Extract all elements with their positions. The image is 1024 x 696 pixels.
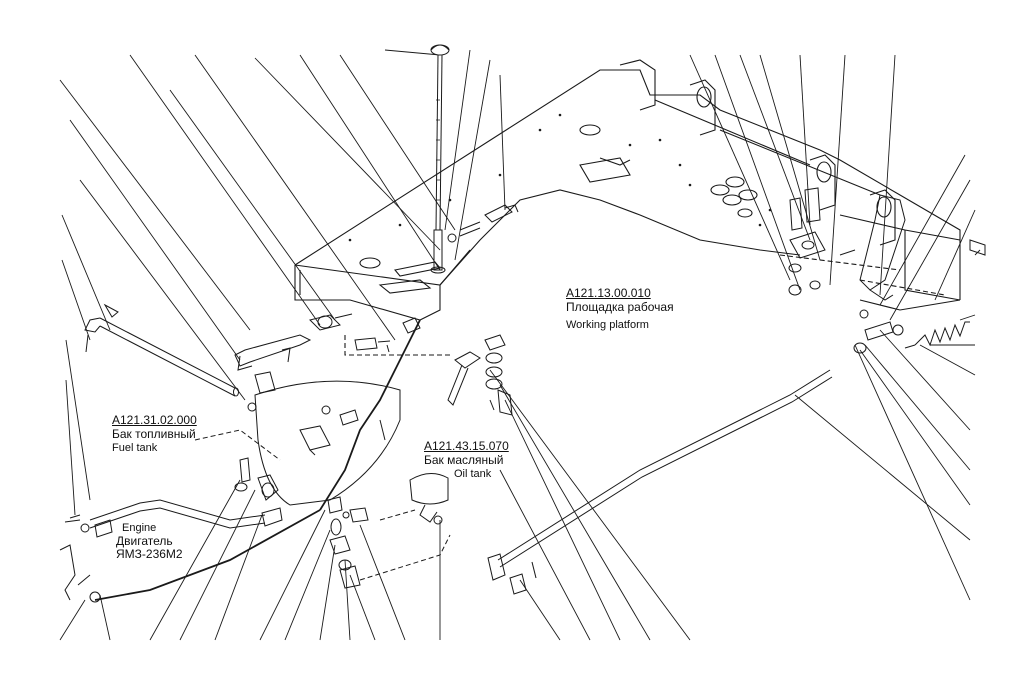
throttle-cable [94,319,421,601]
left-lever-arm [234,313,353,412]
oil-tank-outline [359,473,451,581]
oil-tank-code: A121.43.15.070 [424,439,509,453]
long-diagonal-rod [487,369,833,595]
fuel-tank-label: A121.31.02.000 Бак топливный Fuel tank [112,413,197,454]
platform-name-ru: Площадка рабочая [566,299,674,314]
engine-linkage-rod [64,499,283,538]
fuel-tank-outline [194,380,401,506]
leader-lines [59,49,981,641]
pins-center [354,317,421,353]
bolt-set-top [447,204,519,243]
fuel-tank-name-en: Fuel tank [112,441,158,454]
oil-tank-name-ru: Бак масляный [424,452,504,467]
control-rod-with-knob [430,44,450,274]
cable-end-engine [59,544,101,603]
engine-name-en: Engine [122,522,157,534]
left-long-rod [84,303,239,397]
oil-tank-label: A121.43.15.070 Бак масляный Oil tank [424,439,509,480]
engine-name-ru: Двигатель [116,533,173,548]
pedal-assembly [788,187,906,354]
oil-tank-name-en: Oil tank [454,467,492,480]
cable-clamps [327,496,369,589]
platform-code: A121.13.00.010 [566,286,651,300]
fuel-tank-name-ru: Бак топливный [112,426,196,441]
fuel-fittings [234,405,359,501]
platform-name-en: Working platform [566,318,649,331]
working-platform-frame [294,59,961,356]
engine-model: ЯМЗ-236М2 [116,547,183,562]
center-right-lever [447,334,513,416]
fuel-tank-code: A121.31.02.000 [112,413,197,427]
engine-label: Engine Двигатель ЯМЗ-236М2 [116,522,183,562]
return-spring [904,239,986,349]
platform-label: A121.13.00.010 Площадка рабочая Working … [566,286,674,331]
platform-rivets [348,113,772,242]
